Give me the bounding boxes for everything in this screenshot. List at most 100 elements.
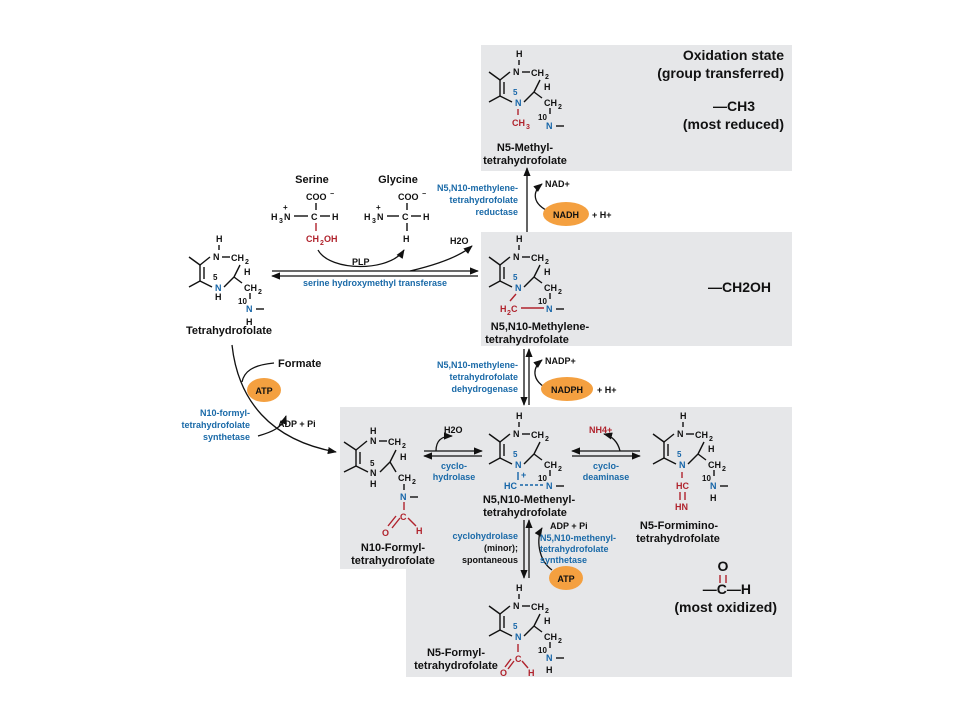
h2o-out-curve <box>409 245 473 272</box>
group-ch2oh: —CH2OH <box>708 279 771 295</box>
svg-text:N: N <box>515 632 522 642</box>
nadh-badge <box>543 202 589 226</box>
cyclohydrolase-1: cyclo- <box>441 461 467 471</box>
svg-text:CH: CH <box>695 430 708 440</box>
svg-text:5: 5 <box>513 273 518 282</box>
svg-text:2: 2 <box>545 436 549 443</box>
svg-text:CH: CH <box>531 602 544 612</box>
svg-text:H: H <box>680 411 687 421</box>
svg-text:N: N <box>515 460 522 470</box>
label-methenyl-1: N5,N10-Methenyl- <box>483 494 576 506</box>
h2o-top-label: H2O <box>450 236 469 246</box>
svg-text:H: H <box>364 212 371 222</box>
most-oxidized-label: (most oxidized) <box>674 599 777 615</box>
svg-text:C: C <box>400 512 407 522</box>
svg-text:CH: CH <box>531 68 544 78</box>
svg-text:CH: CH <box>388 437 401 447</box>
svg-text:+: + <box>376 203 381 212</box>
label-n10-formyl-2: tetrahydrofolate <box>351 555 435 567</box>
svg-text:5: 5 <box>213 273 218 282</box>
svg-text:N: N <box>513 67 520 77</box>
h-plus-1: + H+ <box>592 210 612 220</box>
group-cho-oxygen: O <box>718 558 729 574</box>
atp-label-1: ATP <box>255 386 272 396</box>
svg-text:10: 10 <box>538 474 547 483</box>
svg-text:H: H <box>370 479 377 489</box>
panel-most-oxidized-a <box>340 407 792 569</box>
svg-text:N: N <box>710 481 717 491</box>
label-n5-methyl-thf-1: N5-Methyl- <box>497 142 554 154</box>
svg-text:H: H <box>400 452 407 462</box>
svg-text:10: 10 <box>538 297 547 306</box>
svg-text:Glycine: Glycine <box>378 174 418 186</box>
adp-pi-2-curve <box>534 527 553 571</box>
svg-text:N: N <box>370 468 377 478</box>
svg-text:H: H <box>246 317 253 327</box>
methenyl-synth-1: N5,N10-methenyl- <box>540 533 616 543</box>
svg-text:5: 5 <box>513 88 518 97</box>
minor-enzyme-3: spontaneous <box>462 555 518 565</box>
svg-text:2: 2 <box>320 240 324 247</box>
atp-badge-2 <box>549 566 583 590</box>
label-n5-formyl-1: N5-Formyl- <box>427 647 485 659</box>
svg-text:10: 10 <box>538 113 547 122</box>
svg-text:−: − <box>422 191 426 198</box>
svg-text:3: 3 <box>526 124 530 131</box>
group-ch3: —CH3 <box>713 98 755 114</box>
svg-text:CH: CH <box>544 283 557 293</box>
svg-text:+: + <box>283 203 288 212</box>
svg-text:CH: CH <box>531 430 544 440</box>
svg-text:CH: CH <box>544 632 557 642</box>
svg-text:N: N <box>377 212 384 222</box>
methenyl-synth-3: synthetase <box>540 555 587 565</box>
svg-text:H: H <box>216 234 223 244</box>
svg-text:H: H <box>544 82 551 92</box>
svg-text:CH: CH <box>398 473 411 483</box>
svg-text:CH: CH <box>708 460 721 470</box>
adp-pi-label-2: ADP + Pi <box>550 521 588 531</box>
svg-text:N: N <box>515 283 522 293</box>
minor-enzyme-1: cyclohydrolase <box>452 531 518 541</box>
svg-text:N: N <box>246 304 253 314</box>
svg-text:N: N <box>213 252 220 262</box>
methenyl-synth-2: tetrahydrofolate <box>540 544 609 554</box>
nad-label: NAD+ <box>545 179 570 189</box>
reductase-enzyme-2: tetrahydrofolate <box>449 195 518 205</box>
svg-text:H: H <box>271 212 278 222</box>
svg-text:N: N <box>679 460 686 470</box>
nadh-label: NADH <box>553 210 579 220</box>
svg-text:2: 2 <box>722 466 726 473</box>
nh4-label: NH4+ <box>589 425 612 435</box>
svg-text:H: H <box>528 668 535 678</box>
svg-text:N: N <box>513 429 520 439</box>
oxidation-header-1: Oxidation state <box>683 47 784 63</box>
svg-text:10: 10 <box>538 646 547 655</box>
svg-text:C: C <box>402 212 409 222</box>
svg-text:C: C <box>511 304 518 314</box>
atp-label-2: ATP <box>557 574 574 584</box>
nh4-curve <box>603 432 621 452</box>
minor-enzyme-2: (minor); <box>484 543 518 553</box>
panel-methylene <box>481 232 792 346</box>
label-formimino-1: N5-Formimino- <box>640 520 719 532</box>
svg-text:N: N <box>546 304 553 314</box>
svg-text:Serine: Serine <box>295 174 329 186</box>
svg-text:2: 2 <box>558 289 562 296</box>
fthf-synthetase-2: tetrahydrofolate <box>181 420 250 430</box>
svg-text:N: N <box>370 436 377 446</box>
svg-text:O: O <box>382 528 389 538</box>
svg-text:N: N <box>513 252 520 262</box>
formyl-synthetase-curve <box>231 344 337 455</box>
svg-text:CH: CH <box>544 98 557 108</box>
label-n10-formyl-1: N10-Formyl- <box>361 542 426 554</box>
dehydrogenase-enzyme-1: N5,N10-methylene- <box>437 360 518 370</box>
svg-text:CH: CH <box>544 460 557 470</box>
group-cho: —C—H <box>703 581 751 597</box>
h2o-mid-curve <box>435 432 453 452</box>
svg-text:OH: OH <box>324 234 338 244</box>
svg-text:2: 2 <box>258 289 262 296</box>
svg-text:10: 10 <box>702 474 711 483</box>
